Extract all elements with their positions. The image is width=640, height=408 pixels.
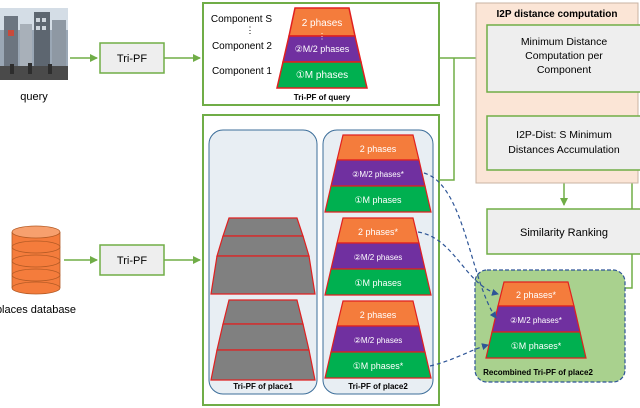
component-label-1: Component 1 <box>212 66 272 77</box>
place2-p3-top-label: 2 phases <box>360 310 397 320</box>
place2-caption: Tri-PF of place2 <box>348 382 408 391</box>
tripf-database-box <box>99 244 165 276</box>
place2-p2-top-label: 2 phases* <box>358 227 399 237</box>
place1-layer-4 <box>222 299 304 325</box>
query-layer-bottom-label: ①M phases <box>296 70 348 81</box>
query-label: query <box>20 91 48 103</box>
place1-layer-2 <box>216 235 310 257</box>
dashed-arrow-top-layer <box>417 231 499 296</box>
place2-p1-mid-label: ②M/2 phases* <box>352 170 404 179</box>
accumulation-line-2: Distances Accumulation <box>508 144 620 156</box>
place2-p3-bottom <box>324 351 432 379</box>
place2-p2-mid-label: ②M/2 phases <box>354 253 403 262</box>
recombined-mid-label: ②M/2 phases* <box>510 316 562 325</box>
query-tripf-caption: Tri-PF of query <box>294 93 351 102</box>
query-ellipsis: ⋮ <box>318 32 326 41</box>
place2-p3-mid-label: ②M/2 phases <box>354 336 403 345</box>
min-distance-line-1: Minimum Distance <box>521 36 608 48</box>
place2-p1-bottom-label: ①M phases <box>354 195 402 205</box>
place2-p1-top-label: 2 phases <box>360 144 397 154</box>
i2p-title: I2P distance computation <box>497 9 618 20</box>
component-ellipsis: ⋮ <box>246 25 255 35</box>
recombined-caption: Recombined Tri-PF of place2 <box>483 368 593 377</box>
place1-caption: Tri-PF of place1 <box>233 382 293 391</box>
place1-layer-3 <box>210 255 316 295</box>
min-distance-line-3: Component <box>537 64 591 76</box>
place2-p2-bottom <box>324 268 432 296</box>
place1-layer-5 <box>216 323 310 351</box>
accumulation-box <box>486 115 640 171</box>
query-layer-top-label: 2 phases <box>302 18 343 29</box>
recombined-bottom-label: ①M phases* <box>511 341 562 351</box>
tripf-database-label: Tri-PF <box>117 255 147 267</box>
accumulation-line-1: I2P-Dist: S Minimum <box>516 129 612 141</box>
place1-layer-1 <box>222 217 304 237</box>
place2-p2-bottom-label: ①M phases <box>354 278 402 288</box>
place2-p3-bottom-label: ①M phases* <box>353 361 404 371</box>
component-label-2: Component 2 <box>212 41 272 52</box>
dashed-arrow-bottom-layer <box>429 343 489 367</box>
tripf-query-label: Tri-PF <box>117 53 147 65</box>
min-distance-box <box>486 24 640 93</box>
query-layer-mid-label: ②M/2 phases <box>295 44 350 54</box>
arrow-places-to-i2p <box>440 58 455 181</box>
query-layer-bottom <box>276 61 368 89</box>
database-label: places database <box>0 304 76 316</box>
recombined-top-label: 2 phases* <box>516 290 557 300</box>
query-image <box>0 8 68 80</box>
similarity-ranking-box <box>486 208 640 255</box>
similarity-ranking-label: Similarity Ranking <box>520 227 608 239</box>
min-distance-line-2: Computation per <box>525 50 603 62</box>
tripf-query-box <box>99 42 165 74</box>
database-icon <box>11 225 61 295</box>
place2-p1-bottom <box>324 185 432 213</box>
place1-layer-6 <box>210 349 316 381</box>
dashed-arrow-mid-layer <box>423 172 497 319</box>
component-label-s: Component S <box>211 14 272 25</box>
